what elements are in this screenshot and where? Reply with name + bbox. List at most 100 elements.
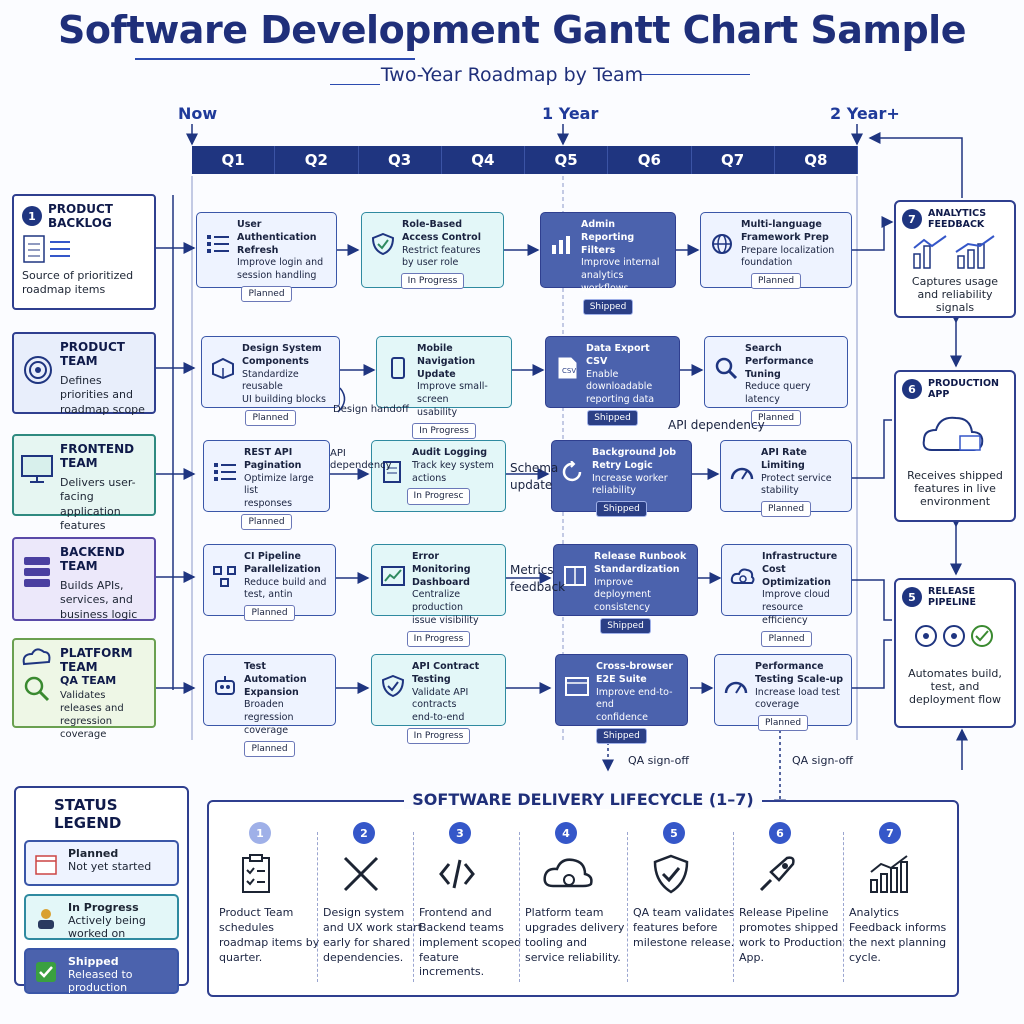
cloud-gear-icon [730, 568, 755, 584]
team-name-2: QA TEAM [60, 674, 117, 687]
legend-label: Planned [68, 847, 119, 860]
quarter-q5: Q5 [525, 146, 609, 174]
status-badge: Planned [241, 286, 292, 303]
status-badge: Planned [244, 740, 295, 758]
task-desc-line2: reporting data [586, 394, 655, 406]
note-api-dependency: API dependency [668, 418, 765, 432]
search-icon [715, 357, 738, 379]
task-title: Performance Testing Scale-up [755, 661, 844, 685]
status-badge: Shipped [587, 410, 638, 427]
task-title: Test Automation Expansion [244, 661, 307, 698]
status-badge: Shipped [596, 501, 647, 518]
task-desc-line1: Reduce query [745, 381, 811, 393]
task-desc-line2: stability [761, 485, 799, 497]
stage-divider [413, 832, 414, 982]
status-badge: Planned [750, 410, 802, 427]
legend-item-in-progress: In Progress Actively being worked on [24, 894, 179, 940]
svg-text:CSV: CSV [562, 367, 576, 375]
timeline-one-year: 1 Year [542, 104, 599, 123]
stage-desc: Frontend and Backend teams implement sco… [419, 906, 522, 979]
gears-check-icon [915, 625, 993, 647]
stage-number: 6 [769, 822, 791, 844]
team-card-frontend-team: FRONTEND TEAM Delivers user-facing appli… [12, 434, 156, 532]
side-name: RELEASE PIPELINE [928, 586, 976, 608]
team-number: 1 [22, 206, 42, 226]
task-desc-line2: responses [244, 498, 293, 510]
worker-icon [38, 909, 54, 929]
quarter-q3: Q3 [359, 146, 442, 174]
quarter-q7: Q7 [692, 146, 775, 174]
legend-title: STATUS LEGEND [54, 796, 122, 832]
side-desc: Captures usage and reliability signals [911, 275, 999, 314]
pipeline-nodes-icon [213, 566, 236, 587]
side-number: 6 [902, 379, 922, 399]
bar-chart-icon [552, 236, 570, 254]
legend-label: In Progress [68, 901, 139, 914]
status-badge: Planned [245, 410, 296, 427]
task-title: User Authentication Refresh [237, 219, 317, 256]
target-icon [24, 356, 52, 384]
status-badge: Shipped [596, 728, 647, 745]
document-icon [383, 461, 401, 483]
note-metrics-feedback: Metrics feedback [510, 563, 566, 594]
status-badge: Planned [750, 273, 802, 290]
task-desc-line2: coverage [755, 699, 800, 711]
legend-item-planned: Planned Not yet started [24, 840, 179, 886]
task-desc-line2: foundation [741, 257, 793, 269]
task-desc-line2: by user role [402, 257, 459, 269]
task-title: CI Pipeline Parallelization [244, 551, 321, 575]
task-title: Role-Based Access Control [402, 219, 481, 243]
stage-number: 2 [353, 822, 375, 844]
team-name: FRONTEND TEAM [60, 442, 135, 470]
list-icon [214, 463, 236, 481]
subtitle-rule-left [330, 84, 380, 85]
stage-divider [519, 832, 520, 982]
timeline-now: Now [178, 104, 218, 123]
task-desc-line2: UI building blocks [242, 394, 327, 406]
runbook-icon [564, 566, 586, 586]
lifecycle-title-text: SOFTWARE DELIVERY LIFECYCLE (1–7) [404, 790, 762, 809]
note-schema-update: Schema update [510, 461, 559, 492]
cloud-gear-icon [543, 858, 593, 888]
timeline-two-year: 2 Year+ [830, 104, 900, 123]
task-desc-line2: consistency [594, 602, 651, 614]
stage-desc: Product Team schedules roadmap items by … [219, 906, 320, 964]
task-title: Error Monitoring Dashboard [412, 551, 471, 588]
list-icon [207, 235, 229, 253]
quarter-q2: Q2 [275, 146, 359, 174]
task-desc-line1: Increase worker [592, 472, 668, 484]
analytics-chart-icon [913, 235, 995, 269]
status-badge: In Progress [406, 728, 471, 745]
task-desc-line1: Prepare localization [741, 244, 835, 256]
team-name: PRODUCT BACKLOG [48, 202, 113, 230]
status-badge: Shipped [582, 298, 634, 316]
status-badge: Planned [761, 630, 812, 648]
task-desc-line2: test, antin [244, 589, 293, 601]
stage-number: 5 [663, 822, 685, 844]
team-name: PRODUCT TEAM [60, 340, 125, 368]
stage-desc: Design system and UX work start early fo… [323, 906, 423, 964]
status-badge: In Progress [406, 630, 471, 648]
task-desc-line1: Validate API contracts [412, 686, 469, 711]
side-desc: Receives shipped features in live enviro… [907, 469, 1003, 508]
stage-divider [843, 832, 844, 982]
quarter-q4: Q4 [442, 146, 525, 174]
shield-icon [371, 233, 395, 255]
status-badge: Shipped [600, 618, 651, 635]
task-desc-line1: Improve login and [237, 257, 324, 269]
task-title: Release Runbook Standardization [594, 551, 687, 575]
side-name: ANALYTICS FEEDBACK [928, 208, 987, 230]
checkbox-icon [36, 962, 56, 982]
